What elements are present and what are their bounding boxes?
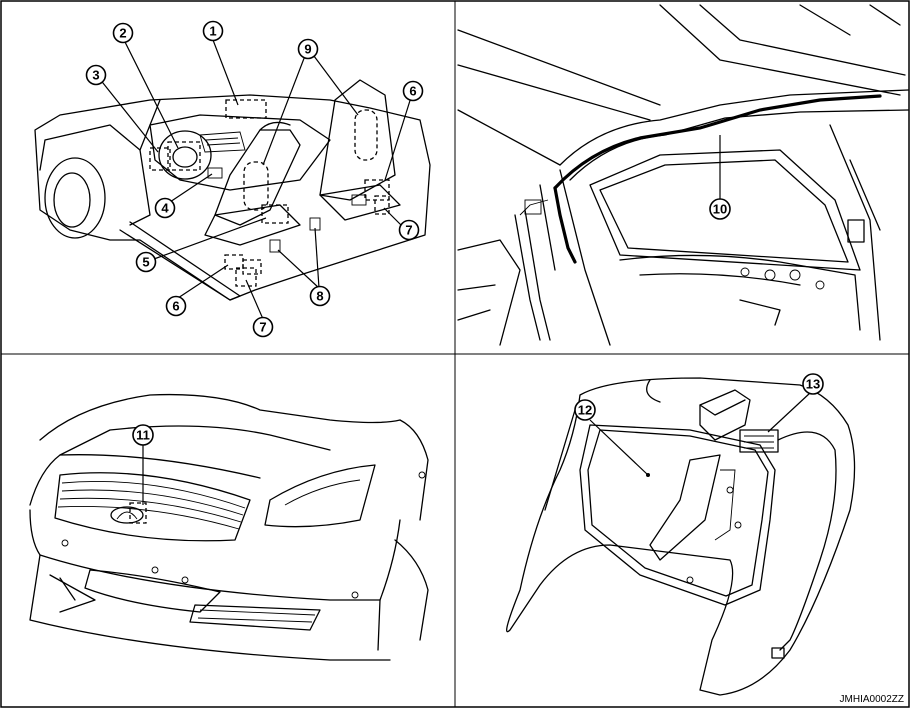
callout-13: 13 [802, 373, 824, 395]
svg-text:2: 2 [119, 26, 126, 41]
svg-text:10: 10 [713, 202, 727, 217]
curtain-airbag-panel [457, 4, 909, 346]
callout-12: 12 [574, 399, 596, 421]
svg-text:13: 13 [806, 377, 820, 392]
callout-6-rear: 6 [402, 80, 424, 102]
callout-7-front: 7 [252, 316, 274, 338]
svg-text:7: 7 [259, 320, 266, 335]
callout-5: 5 [135, 251, 157, 273]
svg-text:6: 6 [172, 299, 179, 314]
callout-8: 8 [309, 285, 331, 307]
passenger-airbag-outline [225, 99, 267, 119]
curtain-knee-outline [149, 147, 171, 171]
seat-sensor-connector [739, 429, 779, 453]
svg-text:7: 7 [405, 223, 412, 238]
callout-1: 1 [202, 20, 224, 42]
interior-view-panel [34, 79, 431, 301]
driver-airbag-outline [167, 141, 201, 171]
callout-6-front: 6 [165, 295, 187, 317]
callout-11: 11 [132, 424, 154, 446]
svg-text:6: 6 [409, 84, 416, 99]
callout-7-rear: 7 [398, 219, 420, 241]
svg-text:9: 9 [304, 42, 311, 57]
callout-4: 4 [154, 197, 176, 219]
seat-sensor-panel [506, 377, 856, 696]
callout-9: 9 [297, 38, 319, 60]
callout-10: 10 [709, 198, 731, 220]
svg-text:11: 11 [136, 428, 150, 443]
callout-2: 2 [112, 22, 134, 44]
svg-text:1: 1 [209, 24, 216, 39]
figure-code: JMHIA0002ZZ [840, 694, 904, 705]
front-seat-side-airbag-outline [243, 161, 269, 211]
leader-12 [589, 419, 649, 476]
curtain-airbag-module [553, 94, 882, 190]
front-sensor-outline [129, 502, 147, 524]
rear-seat-side-airbag-outline [354, 109, 378, 161]
svg-text:5: 5 [142, 255, 149, 270]
front-view-panel [29, 393, 429, 661]
leader-13 [767, 392, 811, 433]
svg-text:12: 12 [578, 403, 592, 418]
svg-text:3: 3 [92, 68, 99, 83]
svg-text:8: 8 [316, 289, 323, 304]
callout-3: 3 [85, 64, 107, 86]
svg-text:4: 4 [161, 201, 169, 216]
